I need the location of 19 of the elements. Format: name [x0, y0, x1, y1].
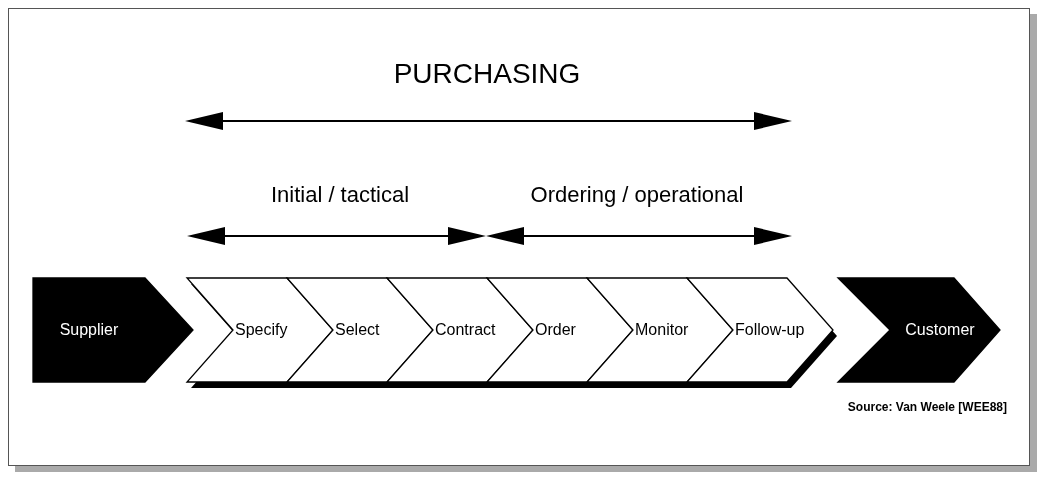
span-label: Initial / tactical: [270, 182, 410, 208]
chevron-step: [687, 278, 833, 382]
step-label: Supplier: [59, 321, 119, 339]
step-label: Select: [335, 321, 380, 339]
chevron-step: [287, 278, 433, 382]
source-caption: Source: Van Weele [WEE88]: [847, 400, 1007, 414]
step-label: Order: [535, 321, 576, 339]
step-label: Customer: [905, 321, 975, 339]
step-label: Follow-up: [735, 321, 805, 339]
span-label: PURCHASING: [393, 58, 581, 90]
chevron-step: [587, 278, 733, 382]
chevron-step: [33, 278, 193, 382]
step-label: Specify: [235, 321, 288, 339]
chevron-step: [838, 278, 1000, 382]
step-label: Monitor: [635, 321, 689, 339]
span-label: Ordering / operational: [530, 182, 744, 208]
chevron-step: [387, 278, 533, 382]
step-label: Contract: [435, 321, 496, 339]
chevron-step: [187, 278, 333, 382]
